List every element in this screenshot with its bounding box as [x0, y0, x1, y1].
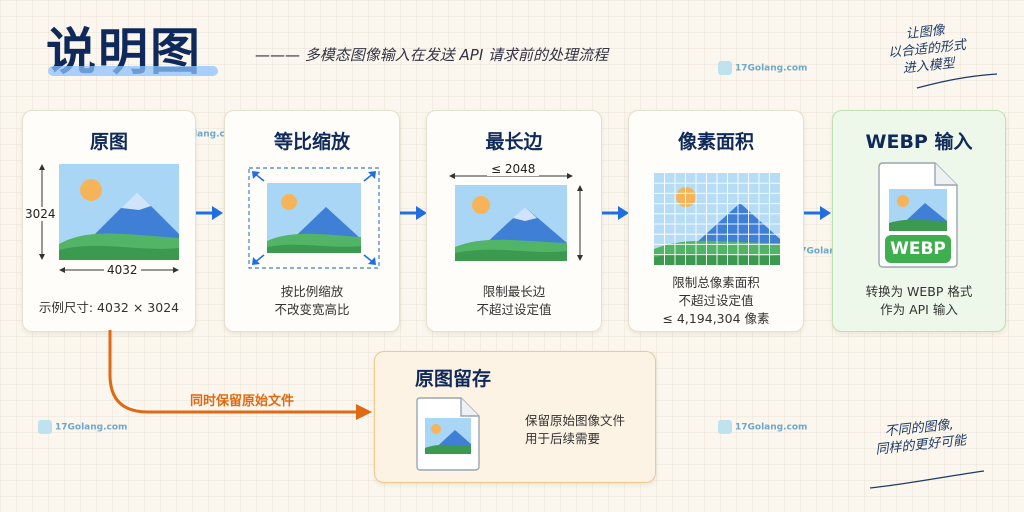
step-desc: 限制最长边 不超过设定值 [427, 283, 601, 319]
flow-arrow-icon [196, 206, 223, 220]
step-desc-line: 不改变宽高比 [274, 302, 350, 317]
step-card-longest-edge: 最长边 ≤ 2048 限制最长边 不超过设定值 [426, 110, 602, 332]
keep-original-desc-line: 用于后续需要 [525, 431, 601, 446]
max-edge-label: ≤ 2048 [487, 162, 540, 176]
max-edge-dimension-arrow [449, 173, 573, 179]
step-title: 最长边 [485, 131, 543, 153]
flow-arrow-icon [804, 206, 831, 220]
width-label: 4032 [104, 263, 141, 277]
keep-original-card: 原图留存 保留原始图像文件 用于后续需要 [374, 351, 656, 483]
proportional-scale-icon [248, 167, 380, 269]
step-desc: 按比例缩放 不改变宽高比 [225, 283, 399, 319]
step-desc-line: ≤ 4,194,304 像素 [662, 311, 770, 326]
step-desc: 限制总像素面积 不超过设定值 ≤ 4,194,304 像素 [629, 274, 803, 328]
height-dimension-arrow [577, 185, 583, 261]
page-subtitle: ——— 多模态图像输入在发送 API 请求前的处理流程 [255, 46, 609, 64]
keep-original-arrow-label: 同时保留原始文件 [190, 394, 295, 409]
keep-original-desc: 保留原始图像文件 用于后续需要 [525, 412, 625, 448]
step-card-scale: 等比缩放 按比例缩放 不改变宽高比 [224, 110, 400, 332]
keep-original-arrow-icon [108, 330, 372, 420]
step-desc-line: 作为 API 输入 [880, 302, 958, 317]
step-desc-line: 转换为 WEBP 格式 [865, 284, 973, 299]
note-top-right-scribble [916, 73, 998, 89]
watermark-logo-icon [718, 61, 732, 75]
step-title: 等比缩放 [273, 131, 350, 153]
flow-arrow-icon [602, 206, 629, 220]
watermark: 17Golang.com [718, 61, 807, 75]
note-bottom-right: 不同的图像, 同样的更好可能 [839, 412, 1002, 463]
step-desc-line: 不超过设定值 [678, 293, 754, 308]
step-card-pixel-area: 像素面积 限制总像素面积 不超过设定值 ≤ 4,194,304 像素 [628, 110, 804, 332]
watermark: 17Golang.com [38, 420, 127, 434]
step-desc: 转换为 WEBP 格式 作为 API 输入 [833, 283, 1005, 319]
step-title: WEBP 输入 [865, 131, 973, 153]
note-bottom-right-scribble [869, 470, 985, 489]
watermark-logo-icon [718, 420, 732, 434]
step-card-original: 原图 3024 4032 示例尺寸: 4032 × 3024 [22, 110, 196, 332]
pixel-grid-image-icon [654, 173, 780, 265]
step-card-webp: WEBP 输入 WEBP 转换为 WEBP 格式 作为 API 输入 [832, 110, 1006, 332]
original-file-icon [416, 397, 480, 471]
step-desc-line: 不超过设定值 [476, 302, 552, 317]
step-desc: 示例尺寸: 4032 × 3024 [38, 300, 180, 315]
step-desc-line: 按比例缩放 [280, 284, 344, 299]
flow-arrow-icon [400, 206, 427, 220]
step-title: 原图 [89, 131, 128, 153]
step-desc-line: 限制最长边 [482, 284, 546, 299]
step-desc-line: 限制总像素面积 [672, 275, 760, 290]
height-label: 3024 [25, 207, 56, 221]
watermark-logo-icon [38, 420, 52, 434]
step-title: 像素面积 [677, 131, 754, 153]
keep-original-title: 原图留存 [415, 368, 492, 390]
landscape-image-icon [455, 185, 567, 261]
watermark: 17Golang.com [718, 420, 807, 434]
keep-original-desc-line: 保留原始图像文件 [525, 413, 626, 428]
landscape-image-icon [59, 164, 179, 260]
webp-badge: WEBP [885, 235, 951, 263]
title-underline [48, 66, 218, 76]
